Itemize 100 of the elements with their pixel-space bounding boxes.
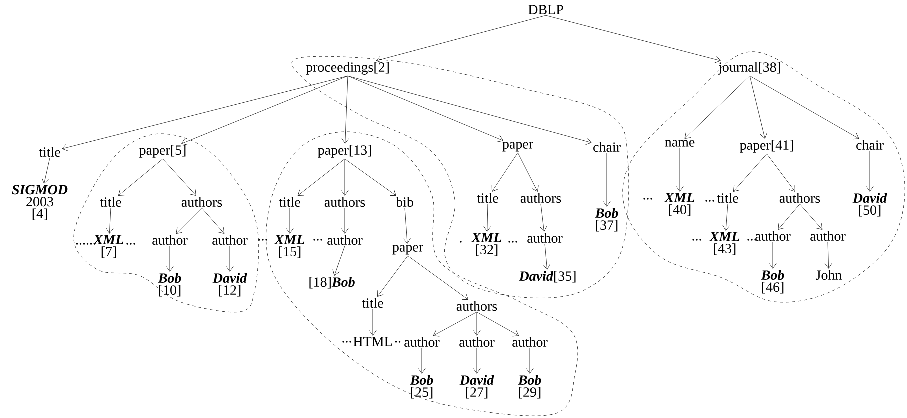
ellipsis-text: .. [395,341,401,343]
arrow [800,204,823,230]
arrow [106,208,114,234]
arrow [722,204,730,231]
arrow [166,246,174,272]
ellipsis-text: . [460,241,462,243]
arrow [341,208,349,234]
dashed-region [266,132,578,416]
element-label: author [404,337,440,348]
element-label: SIGMOD 2003 [4] [12,185,68,220]
arrow [526,348,534,374]
ellipsis-text: ... [706,200,714,202]
element-label: authors [520,193,562,204]
arrow [62,76,348,152]
element-label: author [212,235,248,246]
arrow [750,76,768,139]
element-label: XML [40] [664,193,695,216]
element-label: paper[41] [740,140,794,153]
arrow [473,312,481,336]
arrow [341,158,349,196]
element-label: author [756,231,791,242]
ellipsis-text: ...... [76,243,96,245]
arrow [766,154,796,192]
element-label: XML [43] [709,232,740,256]
element-label: Bob [46] [761,270,784,294]
element-label: author [512,337,548,348]
element-label: title [477,193,498,204]
element-label: John [816,270,842,280]
ellipsis-text: ... [126,243,136,245]
arrow [182,76,348,146]
arrow [342,76,350,144]
ellipsis-text: ... [644,198,652,200]
ellipsis-text: ... [314,239,322,241]
arrow [518,152,539,192]
arrow [473,348,481,374]
arrow [376,15,546,64]
arrow [202,208,225,234]
arrow [540,204,548,232]
element-label: paper[13] [318,145,372,158]
element-label: DBLP [528,5,564,14]
element-label: Bob [29] [518,375,542,399]
element-label: title [100,197,122,208]
arrow [226,246,234,272]
arrow [348,76,504,142]
arrow [332,246,346,276]
arrow [404,208,411,244]
arrow [778,204,800,230]
arrow [769,242,777,269]
arrow [418,348,426,374]
arrow [42,158,50,184]
element-label: authors [456,301,498,312]
arrow [348,76,592,146]
element-label: author [328,235,363,246]
element-label: title [717,193,738,204]
ellipsis-text: ... [258,239,268,241]
element-label: David[35] [519,271,576,283]
arrow [484,204,492,232]
dashed-region [622,52,906,303]
element-label: Bob [10] [158,273,182,297]
element-label: paper [392,245,424,255]
element-label: proceedings[2] [306,62,389,75]
arrow [369,309,377,336]
arrow [286,208,294,234]
element-label: XML [15] [274,235,305,258]
arrow [492,152,518,192]
element-label: HTML [354,337,392,346]
arrow [733,154,768,192]
element-label: paper[5] [140,145,186,158]
element-label: XML [32] [471,233,502,256]
element-label: title [279,197,300,208]
arrow [344,158,396,196]
ellipsis-text: ... [508,241,518,243]
element-label: Bob [37] [595,208,618,232]
element-label: David [12] [212,273,248,297]
element-label: authors [182,197,222,208]
element-label: authors [324,197,366,208]
arrow [408,256,468,300]
arrow [543,244,551,270]
element-label: author [460,337,495,348]
arrow [750,76,860,140]
element-label: chair [594,142,621,152]
arrow [546,15,721,64]
element-label: paper [502,142,534,152]
element-label: name [665,140,695,147]
arrow [476,312,520,337]
element-label: David [27] [460,375,494,399]
element-label: [18]Bob [310,277,355,289]
arrow [118,158,164,196]
arrow [298,158,346,196]
element-label: Bob [25] [410,375,434,399]
element-label: David [50] [852,193,888,217]
element-label: author [810,231,846,242]
arrow [824,242,832,269]
element-label: author [152,235,188,246]
arrow [433,312,478,337]
ellipsis-text: ... [342,341,352,343]
arrow [378,256,408,297]
element-label: title [362,298,384,308]
element-label: title [39,147,60,158]
element-label: journal[38] [718,62,780,75]
